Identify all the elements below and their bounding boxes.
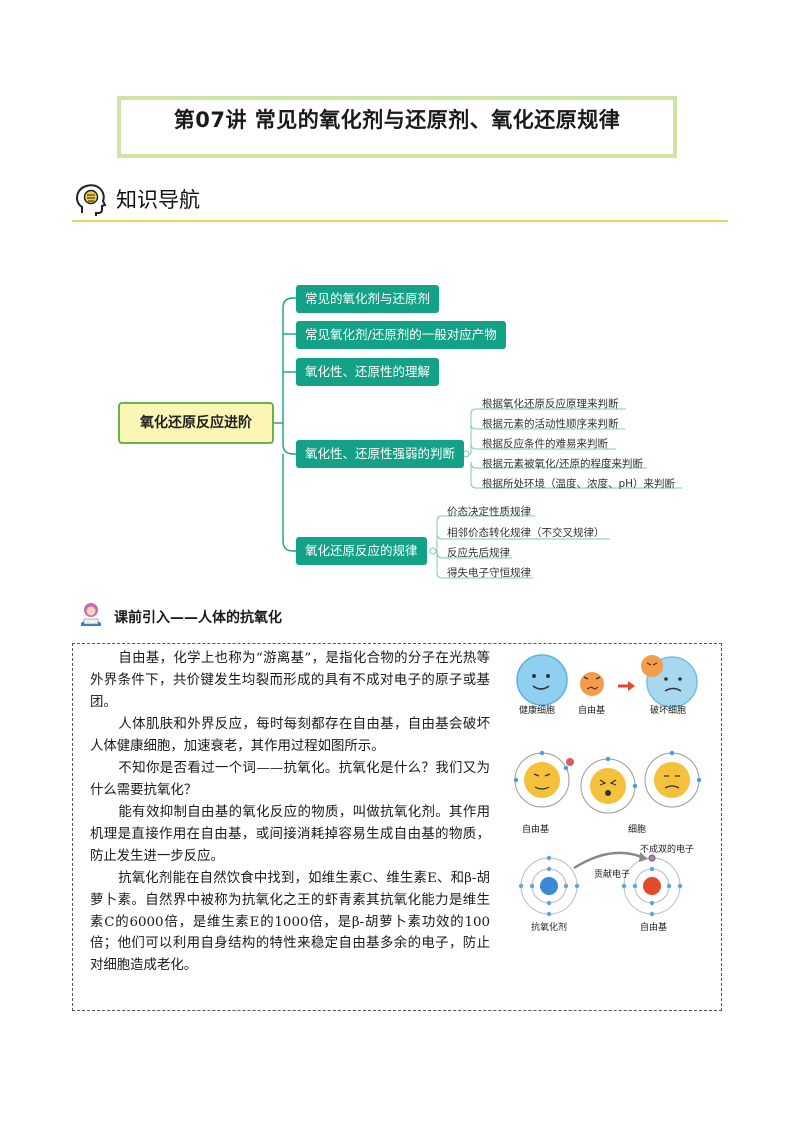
branch-products: 常见氧化剂/还原剂的一般对应产物 <box>296 321 506 349</box>
leaf-judge-4: 根据元素被氧化/还原的程度来判断 <box>482 458 644 470</box>
electron-stealing-illustration <box>513 750 702 814</box>
leaf-rule-4: 得失电子守恒规律 <box>447 567 531 579</box>
leaf-rule-2: 相邻价态转化规律（不交叉规律） <box>447 527 605 539</box>
paragraph-5: 抗氧化剂能在自然饮食中找到，如维生素C、维生素E、和β-胡萝卜素。自然界中被称为… <box>90 871 490 974</box>
paragraph-3: 不知你是否看过一个词——抗氧化。抗氧化是什么？我们又为什么需要抗氧化？ <box>90 761 490 798</box>
label-antioxidant: 抗氧化剂 <box>531 923 568 933</box>
paragraph-1: 自由基，化学上也称为“游离基”，是指化合物的分子在光热等外界条件下，共价键发生均… <box>90 651 490 710</box>
branch-rules: 氧化还原反应的规律 <box>296 537 427 565</box>
paragraph-4: 能有效抑制自由基的氧化反应的物质，叫做抗氧化剂。其作用机理是直接作用在自由基，或… <box>90 805 490 864</box>
leaf-rule-1: 价态决定性质规律 <box>447 506 531 518</box>
mindmap-root: 氧化还原反应进阶 <box>118 402 274 444</box>
title-box <box>117 96 677 158</box>
label-free-radical-2: 自由基 <box>640 923 668 933</box>
branch-common-agents: 常见的氧化剂与还原剂 <box>296 285 440 313</box>
head-lightbulb-icon <box>76 184 107 216</box>
student-reading-icon <box>81 603 101 626</box>
page-title: 第07讲 常见的氧化剂与还原剂、氧化还原规律 <box>173 108 621 132</box>
section-title: 知识导航 <box>116 188 200 212</box>
paragraph-2: 人体肌肤和外界反应，每时每刻都存在自由基，自由基会破坏人体健康细胞，加速衰老，其… <box>90 717 490 754</box>
label-panel2-free-radical: 自由基 <box>522 825 550 835</box>
label-panel2-cell: 细胞 <box>628 825 647 835</box>
antioxidant-electron-illustration <box>518 851 683 917</box>
branch-judging-strength: 氧化性、还原性强弱的判断 <box>296 440 465 468</box>
leaf-judge-1: 根据氧化还原反应原理来判断 <box>482 398 619 410</box>
label-unpaired-electron: 不成双的电子 <box>640 845 695 855</box>
lead-in-title: 课前引入——人体的抗氧化 <box>114 610 282 626</box>
leaf-judge-2: 根据元素的活动性顺序来判断 <box>482 418 619 430</box>
cell-damage-illustration <box>516 654 698 708</box>
label-damaged-cell: 破坏细胞 <box>650 706 687 716</box>
leaf-rule-3: 反应先后规律 <box>447 547 510 559</box>
leaf-judge-3: 根据反应条件的难易来判断 <box>482 438 608 450</box>
branch-understanding: 氧化性、还原性的理解 <box>296 358 440 386</box>
label-donate-electron: 贡献电子 <box>594 870 631 880</box>
label-free-radical: 自由基 <box>578 706 606 716</box>
leaf-judge-5: 根据所处环境（温度、浓度、pH）来判断 <box>482 478 676 490</box>
label-healthy-cell: 健康细胞 <box>519 706 556 716</box>
section-divider <box>72 220 728 222</box>
lead-in-box <box>72 643 722 1011</box>
